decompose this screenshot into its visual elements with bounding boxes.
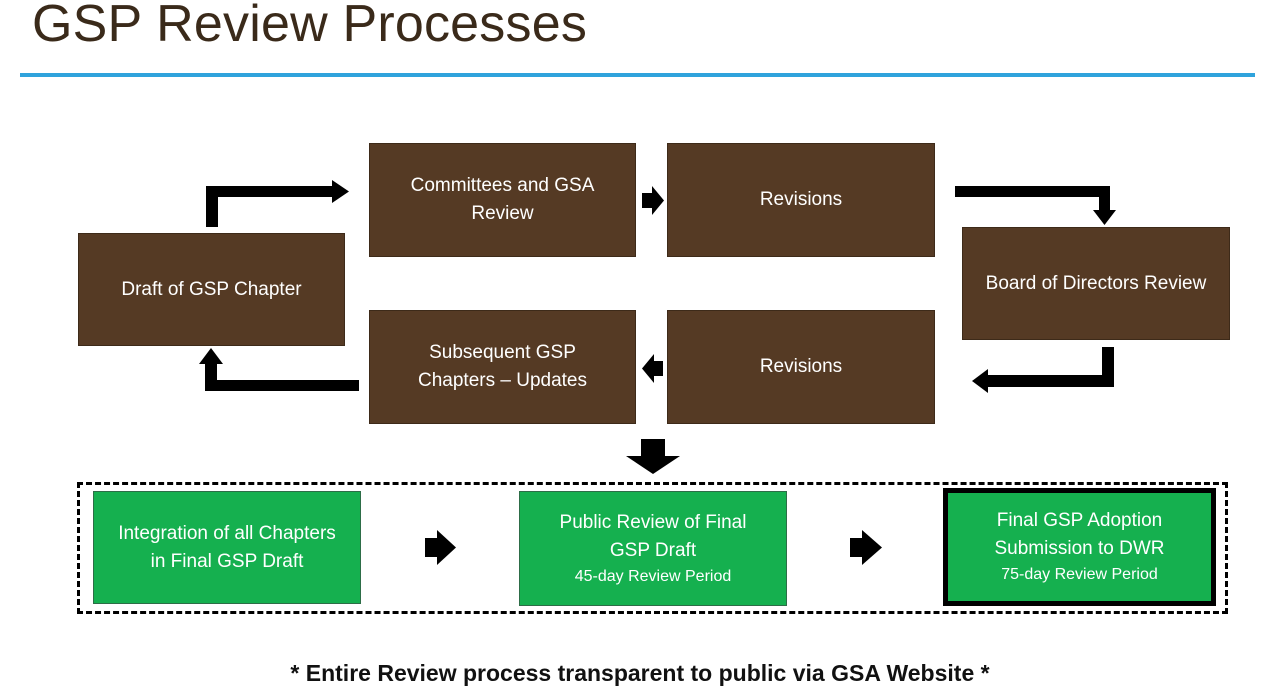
public-review-label-line2: GSP Draft (609, 539, 697, 561)
subsequent-chapters-box: Subsequent GSP Chapters – Updates (369, 310, 636, 424)
draft-chapter-label: Draft of GSP Chapter (121, 278, 302, 300)
arrow-board-to-revisions (972, 347, 1114, 393)
board-review-label: Board of Directors Review (985, 272, 1207, 294)
title-underline (20, 73, 1255, 77)
subsequent-chapters-label-line1: Subsequent GSP (429, 342, 576, 363)
arrow-subsequent-to-draft (199, 348, 359, 391)
arrow-draft-to-committees (206, 180, 349, 227)
final-adoption-label-line1: Final GSP Adoption (996, 510, 1163, 531)
committees-review-label-line2: Review (471, 203, 534, 224)
arrow-revisions-to-subsequent (642, 354, 663, 383)
public-review-period: 45-day Review Period (574, 567, 732, 585)
public-review-label-line1: Public Review of Final (559, 511, 747, 533)
integration-label-line2: in Final GSP Draft (150, 550, 304, 572)
board-review-box: Board of Directors Review (962, 227, 1230, 340)
committees-review-box: Committees and GSA Review (369, 143, 636, 257)
revisions-top-box: Revisions (667, 143, 935, 257)
committees-review-label-line1: Committees and GSA (410, 175, 595, 196)
final-stage-container (77, 482, 1228, 614)
arrow-revisions-to-board (955, 186, 1116, 225)
revisions-bottom-box: Revisions (667, 310, 935, 424)
integration-label-line1: Integration of all Chapters (118, 522, 336, 544)
final-adoption-period: 75-day Review Period (1001, 566, 1158, 583)
subsequent-chapters-label-line2: Chapters – Updates (418, 370, 587, 391)
final-adoption-label-line2: Submission to DWR (994, 538, 1165, 559)
arrow-committees-to-revisions (642, 186, 664, 215)
integration-box: Integration of all Chapters in Final GSP… (93, 491, 361, 604)
arrow-down-to-final-stage (626, 439, 680, 474)
revisions-top-label: Revisions (759, 189, 843, 210)
revisions-bottom-label: Revisions (759, 356, 843, 377)
arrow-integration-to-public (425, 530, 456, 565)
page-title: GSP Review Processes (32, 0, 588, 53)
arrow-public-to-adoption (850, 530, 882, 565)
transparency-note: * Entire Review process transparent to p… (290, 660, 990, 686)
draft-chapter-box: Draft of GSP Chapter (78, 233, 345, 346)
public-review-box: Public Review of Final GSP Draft 45-day … (519, 491, 787, 606)
final-adoption-box: Final GSP Adoption Submission to DWR 75-… (943, 488, 1216, 606)
